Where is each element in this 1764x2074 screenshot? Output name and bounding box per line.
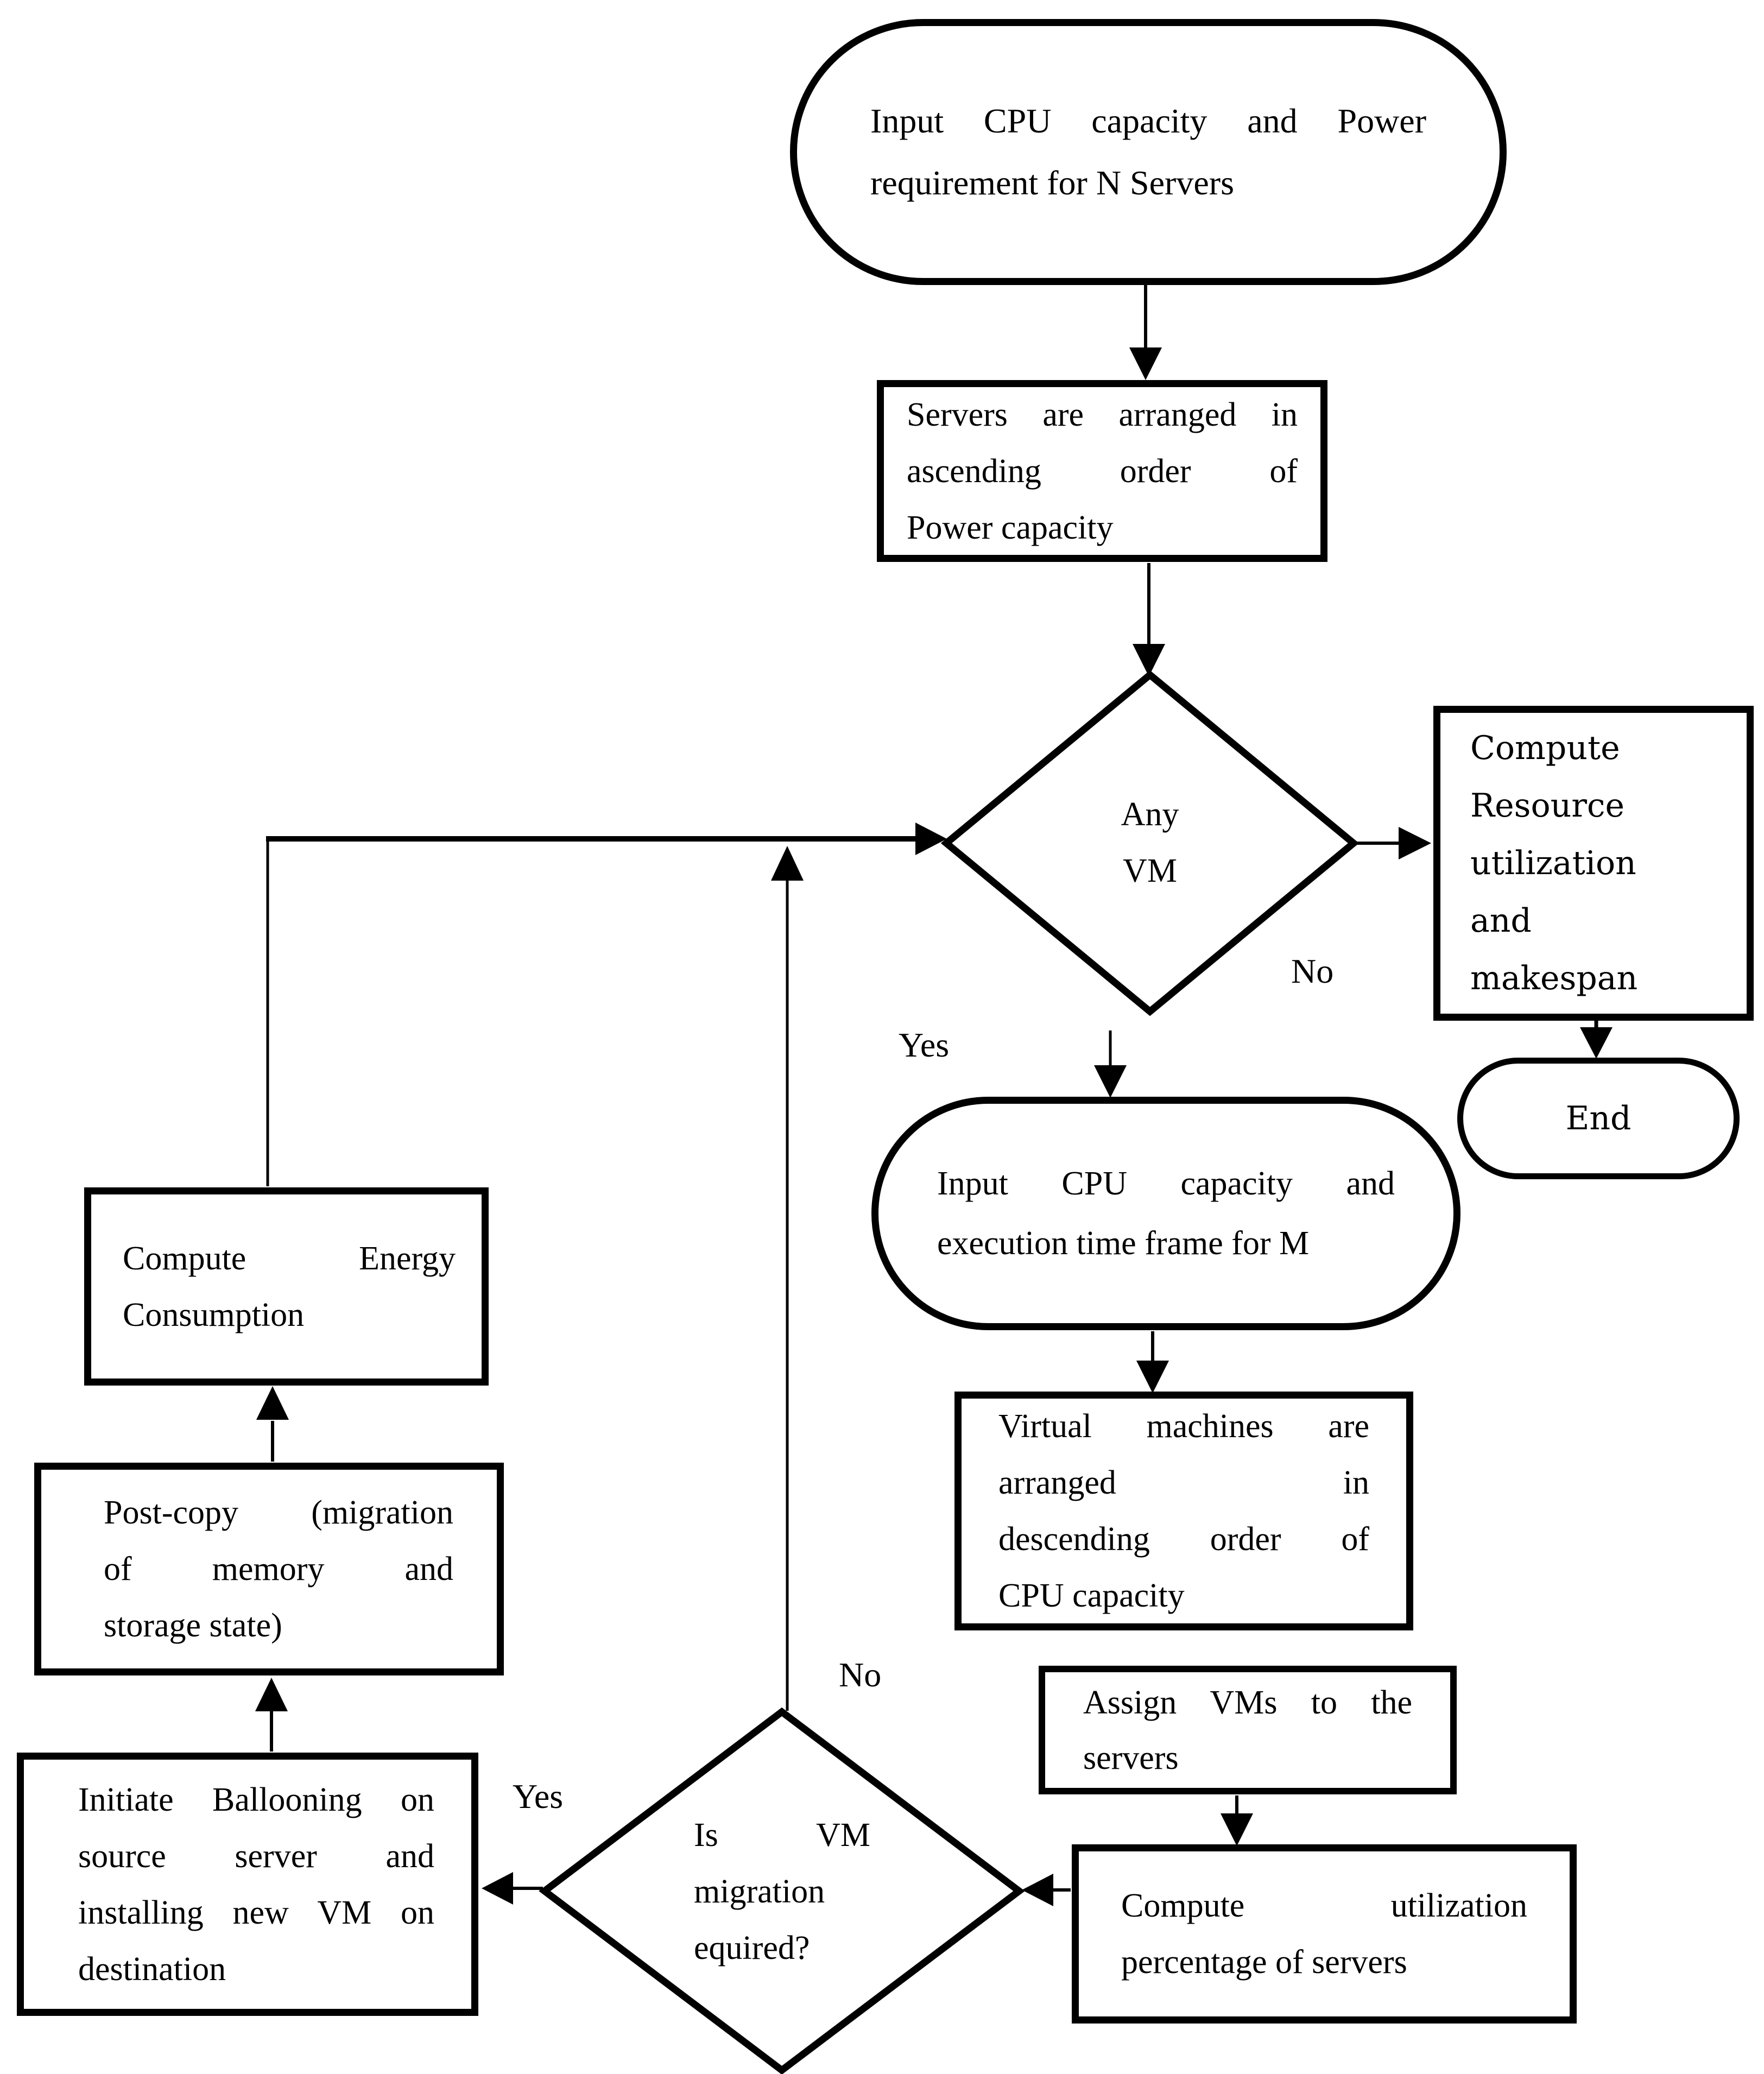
arrow-ballooning-to-postcopy bbox=[255, 1678, 288, 1751]
label-any-vm-no: No bbox=[1291, 952, 1334, 990]
end-terminator: End bbox=[1457, 1058, 1740, 1179]
end-terminator-text: End bbox=[1565, 1099, 1632, 1137]
arrow-energy-feedback-to-any-vm bbox=[266, 823, 947, 1186]
arrow-any-vm-no-to-compute-resource bbox=[1356, 827, 1431, 859]
decision-vm-migration-shape bbox=[539, 1707, 1025, 2074]
arrow-postcopy-to-energy bbox=[256, 1386, 289, 1462]
label-any-vm-yes: Yes bbox=[899, 1026, 950, 1064]
arrow-utilization-to-migration bbox=[1022, 1874, 1071, 1906]
arrow-migration-yes-to-ballooning bbox=[482, 1872, 543, 1905]
label-migration-no: No bbox=[839, 1655, 882, 1694]
arrow-start-to-arrange-servers bbox=[1129, 283, 1162, 380]
arrow-arrange-servers-to-any-vm bbox=[1133, 563, 1165, 676]
arrow-input-vm-to-arrange-vms bbox=[1136, 1331, 1169, 1393]
decision-any-vm-shape bbox=[940, 670, 1360, 1016]
arrow-compute-resource-to-end bbox=[1580, 1020, 1613, 1059]
arrow-assign-to-utilization bbox=[1221, 1795, 1253, 1846]
arrow-any-vm-yes-to-input-vm bbox=[1094, 1030, 1127, 1098]
label-migration-yes: Yes bbox=[513, 1777, 564, 1816]
arrow-migration-no-to-feedback bbox=[771, 846, 804, 1711]
